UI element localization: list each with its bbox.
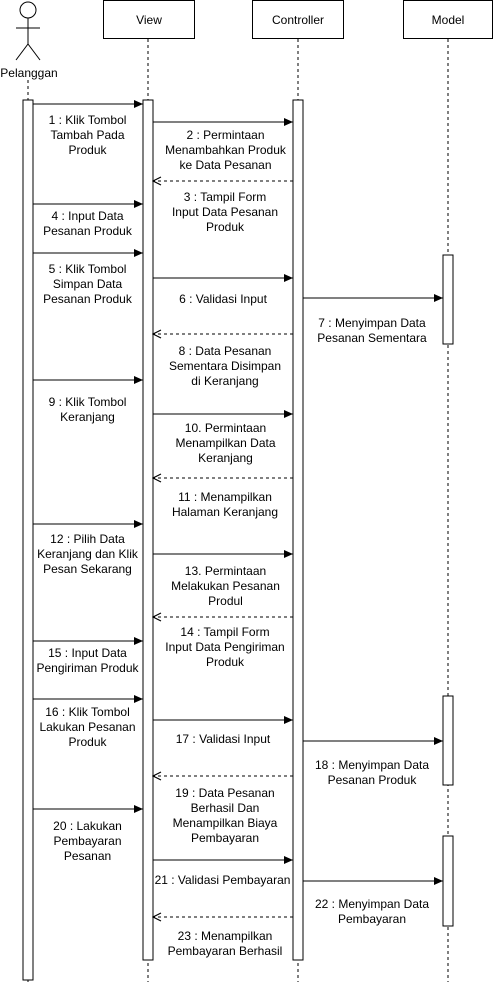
message-label-15: 15 : Input Data Pengiriman Produk <box>36 646 139 675</box>
message-label-18: 18 : Menyimpan Data Pesanan Produk <box>314 758 430 787</box>
activation-actor <box>22 99 34 981</box>
lifeline-view-box: View <box>103 0 195 39</box>
message-label-17: 17 : Validasi Input <box>175 732 271 746</box>
message-label-12: 12 : Pilih Data Keranjang dan Klik Pesan… <box>37 532 138 576</box>
message-label-19: 19 : Data Pesanan Berhasil Dan Menampilk… <box>172 786 278 845</box>
activation-model-3 <box>442 835 454 927</box>
message-label-7: 7 : Menyimpan Data Pesanan Sementara <box>317 316 427 345</box>
message-label-13: 13. Permintaan Melakukan Pesanan Produl <box>171 564 280 608</box>
lifeline-view-label: View <box>136 12 162 27</box>
lifeline-controller-label: Controller <box>271 12 325 27</box>
message-label-21: 21 : Validasi Pembayaran <box>154 873 291 887</box>
message-label-3: 3 : Tampil Form Input Data Pesanan Produ… <box>171 190 279 234</box>
message-label-1: 1 : Klik Tombol Tambah Pada Produk <box>48 113 127 157</box>
message-label-9: 9 : Klik Tombol Keranjang <box>48 395 127 424</box>
message-label-20: 20 : Lakukan Pembayaran Pesanan <box>53 819 122 863</box>
activation-model-2 <box>442 695 454 786</box>
actor-name: Pelanggan <box>0 66 58 80</box>
activation-view <box>142 99 154 961</box>
message-label-14: 14 : Tampil Form Input Data Pengiriman P… <box>165 625 285 669</box>
lifeline-model-label: Model <box>431 12 465 27</box>
message-label-11: 11 : Menampilkan Halaman Keranjang <box>171 490 279 519</box>
message-label-2: 2 : Permintaan Menambahkan Produk ke Dat… <box>165 128 286 172</box>
actor-figure-icon <box>15 1 41 61</box>
message-label-22: 22 : Menyimpan Data Pembayaran <box>314 897 430 926</box>
lifeline-controller-box: Controller <box>252 0 344 39</box>
message-label-16: 16 : Klik Tombol Lakukan Pesanan Produk <box>39 705 136 749</box>
message-label-23: 23 : Menampilkan Pembayaran Berhasil <box>167 929 283 958</box>
lifeline-model-box: Model <box>403 0 493 39</box>
activation-model-1 <box>442 254 454 345</box>
message-label-10: 10. Permintaan Menampilkan Data Keranjan… <box>175 421 276 465</box>
message-label-5: 5 : Klik Tombol Simpan Data Pesanan Prod… <box>43 262 132 306</box>
message-label-4: 4 : Input Data Pesanan Produk <box>43 209 132 238</box>
activation-controller <box>292 99 304 961</box>
message-label-8: 8 : Data Pesanan Sementara Disimpan di K… <box>168 344 282 388</box>
message-label-6: 6 : Validasi Input <box>179 292 267 306</box>
